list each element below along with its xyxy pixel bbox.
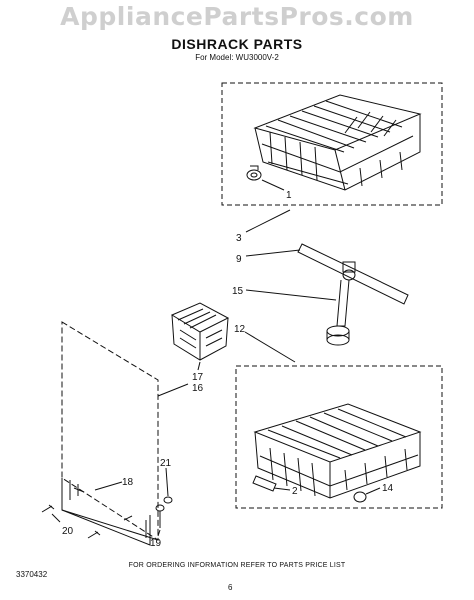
page-title: DISHRACK PARTS	[171, 36, 303, 52]
hinge-hardware	[155, 496, 173, 528]
leader-line-19	[157, 529, 161, 537]
callout-15: 15	[232, 286, 244, 297]
leader-line-2	[273, 487, 291, 491]
rack-roller-part	[246, 165, 262, 181]
callout-2: 2	[292, 486, 298, 497]
callout-3: 3	[236, 233, 242, 244]
wheel-part	[353, 491, 367, 503]
leader-line-15	[245, 289, 337, 301]
leader-line-17	[197, 361, 201, 371]
upper-rack	[253, 94, 422, 191]
spray-arm-part	[297, 243, 409, 305]
leader-line-16	[157, 383, 189, 397]
door-panel-part	[61, 321, 159, 546]
page-number: 6	[228, 583, 233, 592]
watermark: AppliancePartsPros.com	[60, 2, 414, 31]
callout-20: 20	[62, 526, 74, 537]
callout-9: 9	[236, 254, 242, 265]
silverware-basket-part	[170, 302, 230, 361]
lower-rack-box	[235, 365, 443, 509]
upper-rack-box	[221, 82, 443, 206]
lower-rack	[253, 403, 422, 499]
leader-line-21	[165, 467, 169, 497]
callout-12: 12	[234, 324, 246, 335]
callout-17: 17	[192, 372, 204, 383]
spray-tube-part	[326, 279, 350, 346]
leader-line-3	[245, 209, 291, 233]
ordering-note: FOR ORDERING INFORMATION REFER TO PARTS …	[128, 562, 346, 569]
callout-14: 14	[382, 483, 394, 494]
trim-strip-part	[73, 484, 85, 496]
leader-line-14	[365, 487, 381, 495]
screws-part-20	[41, 504, 133, 539]
leader-line-18	[94, 481, 123, 491]
document-number: 3370432	[16, 570, 48, 579]
callout-19: 19	[150, 538, 162, 549]
lower-rack-roller-part	[252, 475, 277, 492]
leader-line-20	[51, 513, 61, 523]
leader-line-1	[261, 179, 285, 191]
callout-18: 18	[122, 477, 134, 488]
leader-line-9	[245, 249, 301, 257]
model-subtitle: For Model: WU3000V-2	[195, 53, 279, 62]
callout-21: 21	[160, 458, 172, 469]
leader-line-12	[244, 331, 296, 363]
callout-1: 1	[286, 190, 292, 201]
callout-16: 16	[192, 383, 204, 394]
